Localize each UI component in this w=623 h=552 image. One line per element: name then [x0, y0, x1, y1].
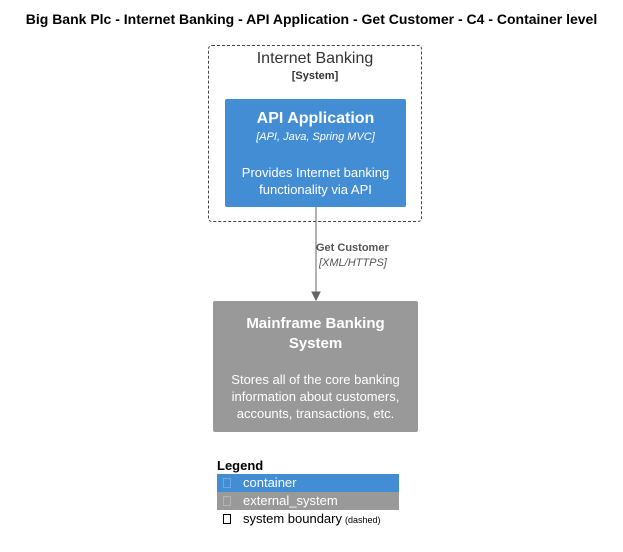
external-system-description-line: accounts, transactions, etc.	[236, 406, 395, 421]
boundary-type: [System]	[291, 70, 339, 82]
arrowhead-icon	[311, 291, 321, 302]
mainframe-banking-system[interactable]: Mainframe Banking System Stores all of t…	[213, 301, 418, 432]
legend-item-note: (dashed)	[345, 515, 381, 525]
legend-item-label: external_system	[243, 493, 338, 508]
api-application-container[interactable]: API Application [API, Java, Spring MVC] …	[225, 99, 406, 207]
external-system-title-line: System	[288, 335, 343, 352]
external-system-description-line: Stores all of the core banking	[231, 372, 400, 387]
legend-title: Legend	[217, 458, 264, 473]
container-technology: [API, Java, Spring MVC]	[256, 131, 375, 143]
boundary-label: Internet Banking	[256, 50, 374, 67]
relationship-technology: [XML/HTTPS]	[319, 257, 387, 269]
legend-item-system-boundary: system boundary(dashed)	[217, 510, 399, 528]
container-description: Provides Internet banking functionality …	[225, 164, 406, 198]
square-icon	[223, 496, 231, 506]
legend-item-container: container	[217, 474, 399, 492]
external-system-title: Mainframe Banking System	[213, 314, 418, 354]
external-system-title-line: Mainframe Banking	[246, 315, 385, 332]
square-icon	[223, 478, 231, 488]
external-system-description: Stores all of the core banking informati…	[213, 371, 418, 422]
legend-item-label: system boundary	[243, 511, 342, 526]
legend-item-label: container	[243, 475, 297, 490]
relationship-label: Get Customer	[316, 242, 389, 254]
diagram-title: Big Bank Plc - Internet Banking - API Ap…	[25, 11, 598, 27]
system-boundary: Internet Banking [System]	[208, 45, 422, 222]
legend-item-external-system: external_system	[217, 492, 399, 510]
container-title: API Application	[256, 110, 375, 127]
container-description-line: Provides Internet banking	[241, 165, 390, 180]
external-system-description-line: information about customers,	[231, 389, 400, 404]
legend: Legend container external_system system …	[217, 458, 399, 528]
container-description-line: functionality via API	[259, 182, 372, 197]
square-outline-icon	[223, 514, 231, 524]
